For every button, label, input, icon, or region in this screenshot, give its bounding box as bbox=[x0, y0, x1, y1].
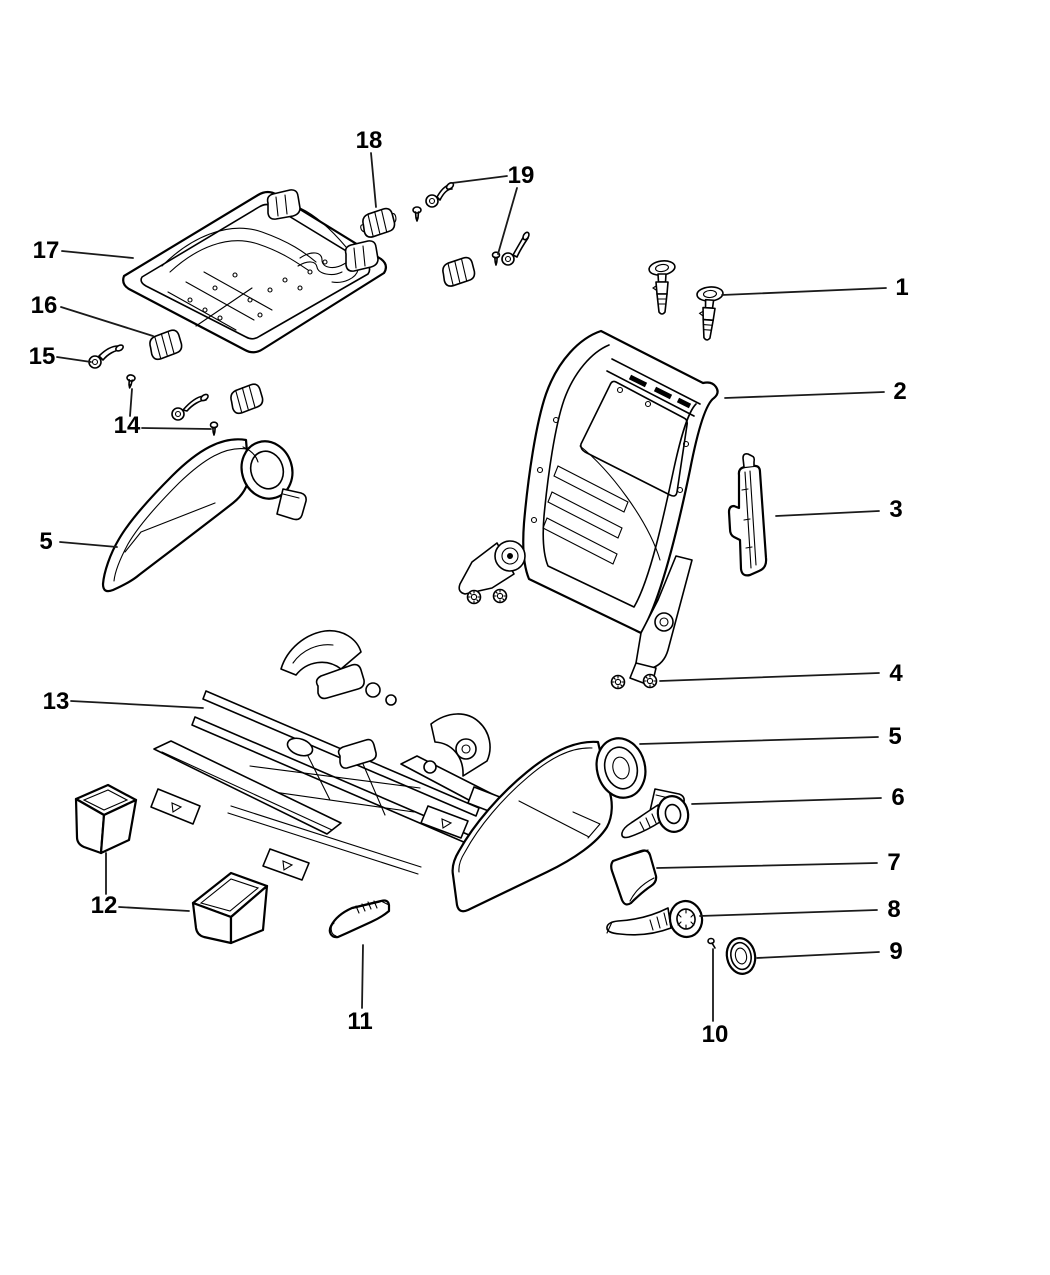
leader-6 bbox=[691, 797, 882, 805]
wire-clip-14b-drawing bbox=[230, 383, 264, 415]
bezel-cap-drawing bbox=[725, 937, 757, 975]
callout-4: 4 bbox=[889, 660, 903, 687]
leader-9 bbox=[756, 951, 880, 959]
leader-17 bbox=[61, 250, 134, 259]
leader-13 bbox=[70, 700, 204, 709]
hook-bracket-19a-drawing bbox=[425, 181, 455, 208]
callout-16: 16 bbox=[31, 292, 58, 319]
callout-3: 3 bbox=[889, 496, 902, 523]
recliner-lever-drawing bbox=[606, 899, 704, 939]
screw-14c-drawing bbox=[209, 421, 219, 436]
callout-5-left: 5 bbox=[39, 528, 52, 555]
headrest-guide-1-drawing bbox=[648, 260, 676, 315]
frame-fastener-dots bbox=[530, 386, 690, 524]
hook-bracket-15-drawing bbox=[88, 344, 124, 369]
spacer-wedge-drawing bbox=[610, 849, 658, 906]
leader-19-down bbox=[497, 187, 518, 255]
leader-16 bbox=[60, 306, 154, 337]
leader-2 bbox=[724, 391, 885, 399]
callout-10: 10 bbox=[702, 1021, 729, 1048]
callout-13: 13 bbox=[43, 688, 70, 715]
callout-12: 12 bbox=[91, 892, 118, 919]
small-handle-drawing bbox=[621, 795, 690, 839]
callout-19: 19 bbox=[508, 162, 535, 189]
callout-18: 18 bbox=[356, 127, 383, 154]
callout-7: 7 bbox=[887, 849, 900, 876]
leader-5-left bbox=[59, 541, 118, 548]
cushion-pan-holes bbox=[187, 259, 328, 321]
callout-15: 15 bbox=[29, 343, 56, 370]
wire-clip-16-drawing bbox=[149, 329, 183, 361]
hook-bracket-19b-drawing bbox=[501, 231, 530, 266]
wire-clip-18-drawing bbox=[360, 207, 397, 238]
leader-14-right bbox=[141, 427, 212, 430]
callout-17: 17 bbox=[33, 237, 60, 264]
frame-lumbar-slats bbox=[542, 465, 629, 565]
callout-6: 6 bbox=[891, 784, 904, 811]
leader-1 bbox=[721, 287, 887, 296]
callout-8: 8 bbox=[887, 896, 900, 923]
screw-18-drawing bbox=[412, 206, 422, 222]
recliner-shield-right-drawing bbox=[451, 737, 685, 913]
callout-2: 2 bbox=[893, 378, 906, 405]
hook-bracket-14-drawing bbox=[171, 393, 209, 421]
seat-back-frame-drawing bbox=[458, 329, 719, 686]
leader-4 bbox=[659, 672, 880, 682]
seat-adjuster-track-drawing bbox=[150, 629, 506, 881]
headrest-guide-2-drawing bbox=[696, 286, 724, 341]
screw-10-drawing bbox=[707, 937, 716, 949]
leader-3 bbox=[775, 510, 880, 517]
leader-11 bbox=[361, 944, 364, 1009]
callout-1: 1 bbox=[895, 274, 908, 301]
leader-18 bbox=[370, 152, 377, 208]
leader-19-left bbox=[451, 175, 508, 184]
leader-12-right bbox=[118, 906, 190, 912]
callout-11: 11 bbox=[347, 1008, 372, 1035]
adjuster-handle-drawing bbox=[328, 899, 391, 939]
recliner-shield-left-drawing bbox=[101, 438, 307, 593]
callout-9: 9 bbox=[889, 938, 902, 965]
track-end-cover-a-drawing bbox=[74, 783, 138, 855]
seat-cushion-pan-drawing bbox=[122, 189, 388, 354]
side-trim-strip-drawing bbox=[727, 453, 768, 577]
leader-7 bbox=[656, 862, 878, 869]
callout-14: 14 bbox=[114, 412, 141, 439]
leader-15 bbox=[56, 356, 92, 363]
screw-19-drawing bbox=[491, 251, 501, 266]
callout-5-right: 5 bbox=[888, 723, 901, 750]
leader-8 bbox=[699, 909, 878, 917]
track-end-cover-b-drawing bbox=[191, 871, 269, 945]
leader-5-right bbox=[639, 736, 879, 745]
wire-clip-mid-drawing bbox=[442, 256, 476, 287]
screw-14a-drawing bbox=[126, 374, 136, 389]
leader-14-up bbox=[129, 388, 133, 417]
